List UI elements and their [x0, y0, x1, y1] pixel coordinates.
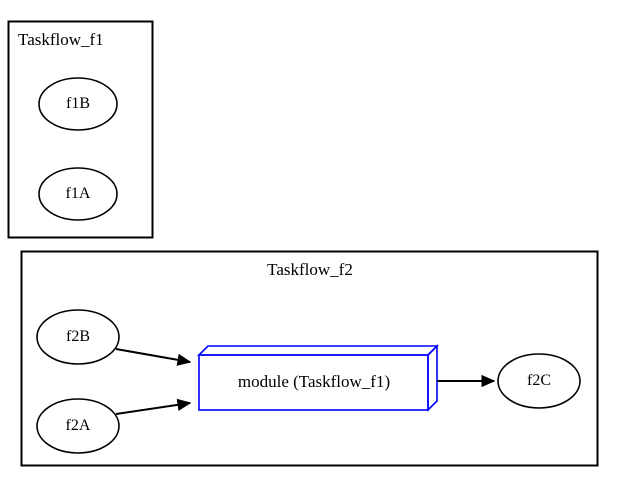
node-label-f1b: f1B [66, 95, 90, 112]
node-ellipse-f2b[interactable] [36, 309, 120, 365]
cluster-label-taskflow-f2: Taskflow_f2 [267, 260, 353, 279]
edge-f2a-to-module[interactable] [115, 398, 192, 415]
node-box3d-module[interactable] [197, 344, 439, 412]
cluster-label-taskflow-f1: Taskflow_f1 [18, 30, 104, 49]
node-ellipse-f2a[interactable] [36, 398, 120, 454]
cluster-border-taskflow-f1[interactable] [7, 20, 154, 239]
node-ellipse-f1a[interactable] [38, 167, 118, 221]
box3d-front-face [198, 354, 429, 411]
box3d-top-face [197, 345, 439, 356]
node-ellipse-f1b[interactable] [38, 77, 118, 131]
node-label-module: module (Taskflow_f1) [237, 372, 391, 391]
node-label-f2a: f2A [65, 417, 91, 434]
box3d-right-face [427, 344, 438, 412]
node-label-f1a: f1A [65, 185, 91, 202]
node-label-f2b: f2B [66, 328, 90, 345]
node-ellipse-f2c[interactable] [497, 353, 581, 409]
edge-f2b-to-module[interactable] [115, 348, 192, 366]
node-label-f2c: f2C [527, 372, 551, 389]
cluster-border-taskflow-f2[interactable] [20, 250, 599, 467]
